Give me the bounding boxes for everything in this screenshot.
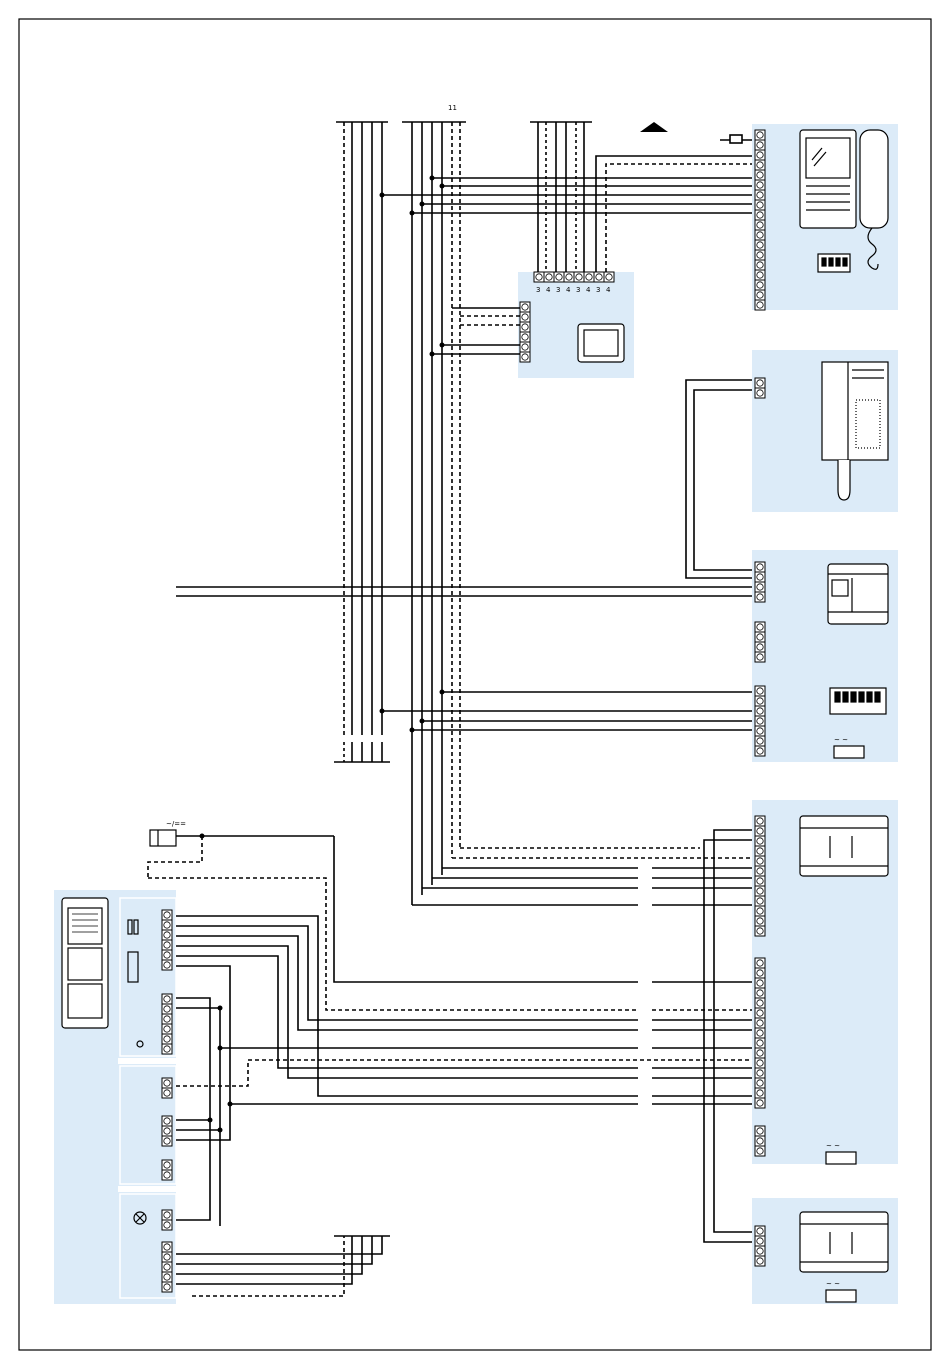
wires	[148, 122, 752, 1296]
din-rail-module-icon	[828, 564, 888, 624]
terminal-label: 3	[556, 286, 560, 294]
dip-switch-icon	[830, 688, 886, 714]
top-bus-marker: 11	[448, 104, 457, 112]
terminal-label: 4	[606, 286, 611, 294]
ac-mark: ~ ~	[834, 736, 848, 744]
ac-mark: ~ ~	[826, 1142, 840, 1150]
terminal-label: 4	[546, 286, 551, 294]
terminal-label: 3	[536, 286, 540, 294]
junction-dots	[200, 176, 445, 1133]
din-rail-power-supply-icon	[800, 816, 888, 876]
terminal-label: 3	[596, 286, 600, 294]
terminal-label: 4	[566, 286, 571, 294]
terminal-label: 4	[586, 286, 591, 294]
up-arrow-icon	[640, 122, 668, 132]
supply-symbol: ~/==	[166, 820, 186, 828]
din-rail-power-supply-icon	[800, 1212, 888, 1272]
mains-supply-icon	[150, 830, 176, 846]
video-distributor-icon	[578, 324, 624, 362]
device-panels	[54, 124, 898, 1304]
ac-mark: ~ ~	[826, 1280, 840, 1288]
terminal-label: 3	[576, 286, 580, 294]
entrance-panel-icon	[62, 898, 108, 1028]
